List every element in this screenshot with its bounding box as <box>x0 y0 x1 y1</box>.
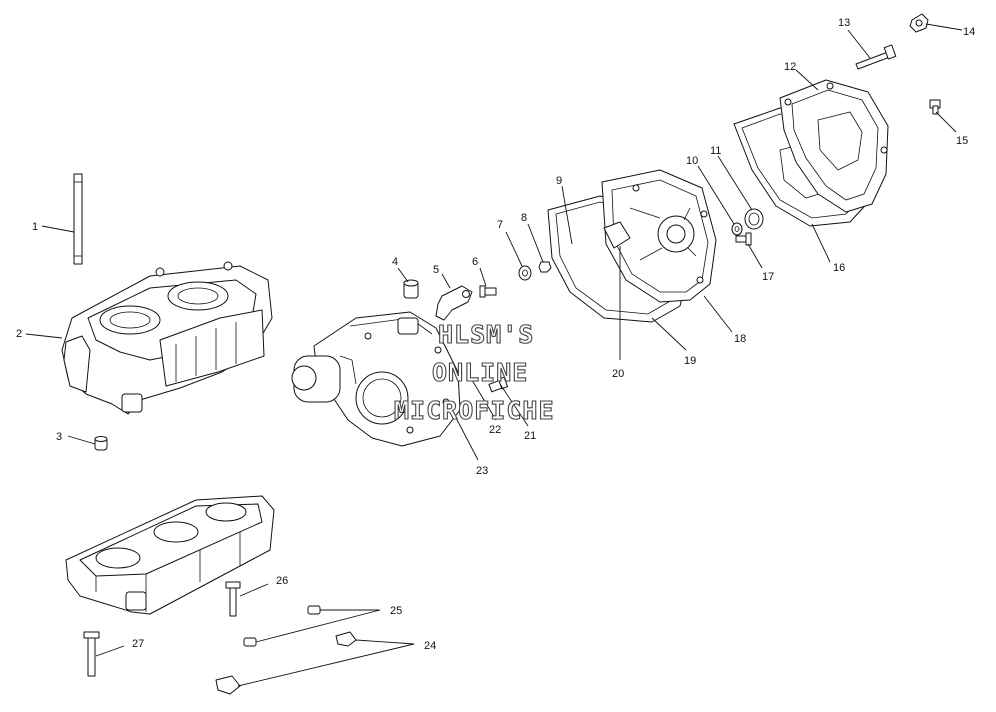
part-15-bolt <box>929 99 941 115</box>
callout-1: 1 <box>32 221 38 233</box>
callout-14: 14 <box>963 26 975 38</box>
part-23-magneto-cover <box>291 311 461 447</box>
part-26-bolt <box>225 581 241 617</box>
callout-16: 16 <box>833 262 845 274</box>
callout-5: 5 <box>433 264 439 276</box>
callout-24: 24 <box>424 640 436 652</box>
callout-25: 25 <box>390 605 402 617</box>
leader-lines <box>25 23 963 687</box>
part-17-screw <box>735 232 752 246</box>
part-1-stud <box>73 173 83 265</box>
part-4-plug <box>403 279 419 299</box>
callout-17: 17 <box>762 271 774 283</box>
callout-22: 22 <box>489 424 501 436</box>
part-14-fitting <box>909 13 929 33</box>
callout-13: 13 <box>838 17 850 29</box>
part-11-seal <box>744 208 764 230</box>
watermark-line-3: MICROFICHE <box>394 396 555 425</box>
callout-9: 9 <box>556 175 562 187</box>
watermark-line-2: ONLINE <box>432 358 528 387</box>
callout-23: 23 <box>476 465 488 477</box>
watermark: HLSM'S ONLINE MICROFICHE <box>393 319 555 425</box>
part-3-dowel <box>94 436 108 451</box>
part-10-washer <box>731 222 743 236</box>
part-8-nut <box>538 261 552 273</box>
callout-11: 11 <box>710 145 721 157</box>
part-12-cover <box>779 79 889 213</box>
part-6-screw <box>479 285 497 298</box>
part-18-housing <box>601 169 717 303</box>
callout-7: 7 <box>497 219 503 231</box>
callout-labels: 1 2 3 4 5 6 7 8 9 10 11 12 13 14 15 16 1… <box>16 17 975 652</box>
callout-2: 2 <box>16 328 22 340</box>
part-27-bolt <box>83 631 100 677</box>
callout-12: 12 <box>784 61 796 73</box>
part-7-washer <box>518 265 532 281</box>
callout-19: 19 <box>684 355 696 367</box>
callout-4: 4 <box>392 256 398 268</box>
part-13-bolt <box>855 44 897 70</box>
callout-8: 8 <box>521 212 527 224</box>
callout-15: 15 <box>956 135 968 147</box>
part-5-fitting <box>435 285 473 321</box>
callout-18: 18 <box>734 333 746 345</box>
callout-3: 3 <box>56 431 62 443</box>
callout-10: 10 <box>686 155 698 167</box>
callout-20: 20 <box>612 368 624 380</box>
callout-26: 26 <box>276 575 288 587</box>
part-24-fittings <box>215 631 357 695</box>
callout-6: 6 <box>472 256 478 268</box>
lower-crankcase <box>65 495 275 615</box>
part-25-plugs <box>243 605 321 647</box>
watermark-line-1: HLSM'S <box>438 320 534 349</box>
part-2-upper-crankcase <box>61 261 273 415</box>
part-22-bolt <box>488 376 509 393</box>
callout-27: 27 <box>132 638 144 650</box>
callout-21: 21 <box>524 430 536 442</box>
